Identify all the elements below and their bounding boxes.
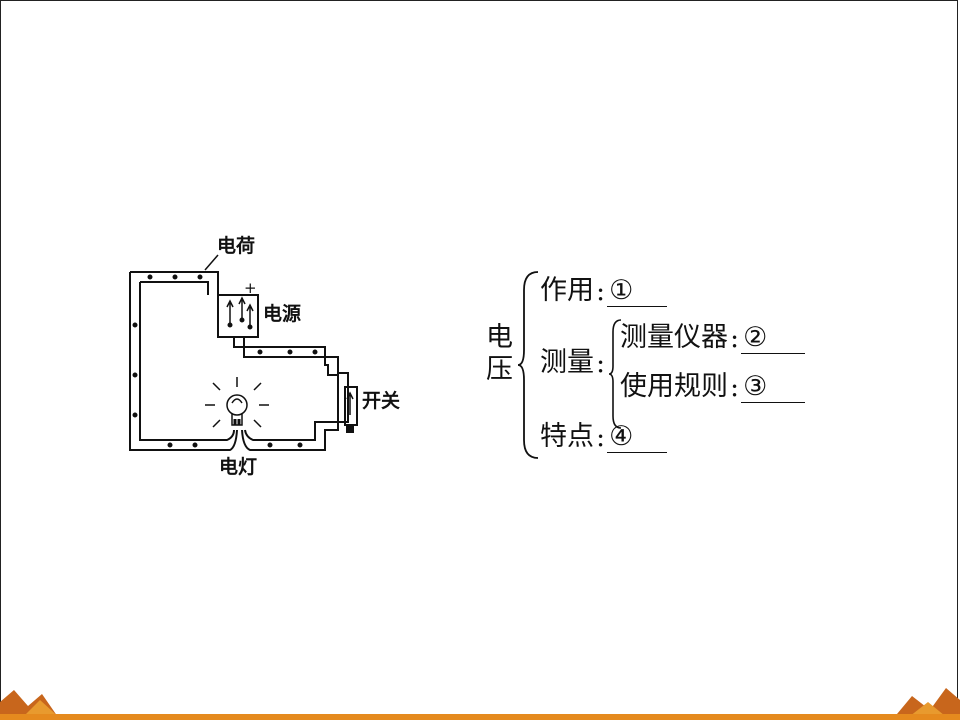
tree-root: 电 压 [486, 322, 516, 386]
item-sep-feature: : [596, 422, 606, 453]
blank-2[interactable]: ② [741, 323, 806, 354]
root-char-1: 电 [486, 322, 513, 353]
tree-child-instrument: 测量仪器:② [620, 315, 806, 354]
item-sep-measure: : [596, 348, 606, 379]
battery-box [217, 294, 259, 338]
tree-child-rules: 使用规则:③ [620, 364, 806, 403]
item-label-measure: 测量 [540, 347, 594, 378]
tree-item-role: 作用:① [540, 268, 668, 307]
root-char-2: 压 [486, 354, 513, 385]
blank-1[interactable]: ① [607, 276, 668, 307]
blank-4[interactable]: ④ [607, 422, 668, 453]
item-sep-role: : [596, 276, 606, 307]
child-label-instrument: 测量仪器 [620, 322, 728, 353]
wire-outer-left [129, 271, 238, 451]
wire-inner-left [139, 281, 235, 441]
lamp-base [233, 419, 241, 425]
tree-item-measure: 测量: [540, 340, 607, 379]
flow-arrows [226, 296, 354, 415]
child-label-rules: 使用规则 [620, 371, 728, 402]
lamp [205, 377, 269, 428]
item-label-role: 作用 [540, 275, 594, 306]
blank-3[interactable]: ③ [741, 372, 806, 403]
circuit-wires [129, 271, 358, 451]
main-brace [517, 271, 539, 459]
child-sep-rules: : [730, 372, 740, 403]
switch-contact [346, 425, 354, 433]
item-label-feature: 特点 [540, 421, 594, 452]
charge-markers [132, 274, 318, 448]
circuit-diagram: 电荷 电源 开关 电灯 + [129, 234, 400, 478]
voltage-concept-tree: 电 压 作用:① 测量: 测量仪器:② 使用规则:③ 特点:④ [480, 260, 860, 460]
charge-pointer [204, 254, 219, 271]
wire-outer-right [233, 337, 339, 451]
bottom-bar [0, 714, 960, 720]
label-source: 电源 [263, 302, 301, 325]
label-plus: + [244, 279, 257, 297]
sub-brace [608, 319, 622, 429]
wire-inner-right [243, 337, 349, 441]
right-triangles [892, 688, 960, 720]
switch-box [344, 386, 358, 426]
tree-item-feature: 特点:④ [540, 414, 668, 453]
label-lamp: 电灯 [219, 455, 257, 478]
label-charge: 电荷 [217, 234, 255, 257]
bottom-decoration [0, 688, 960, 720]
child-sep-instrument: : [730, 323, 740, 354]
label-switch: 开关 [362, 389, 400, 412]
